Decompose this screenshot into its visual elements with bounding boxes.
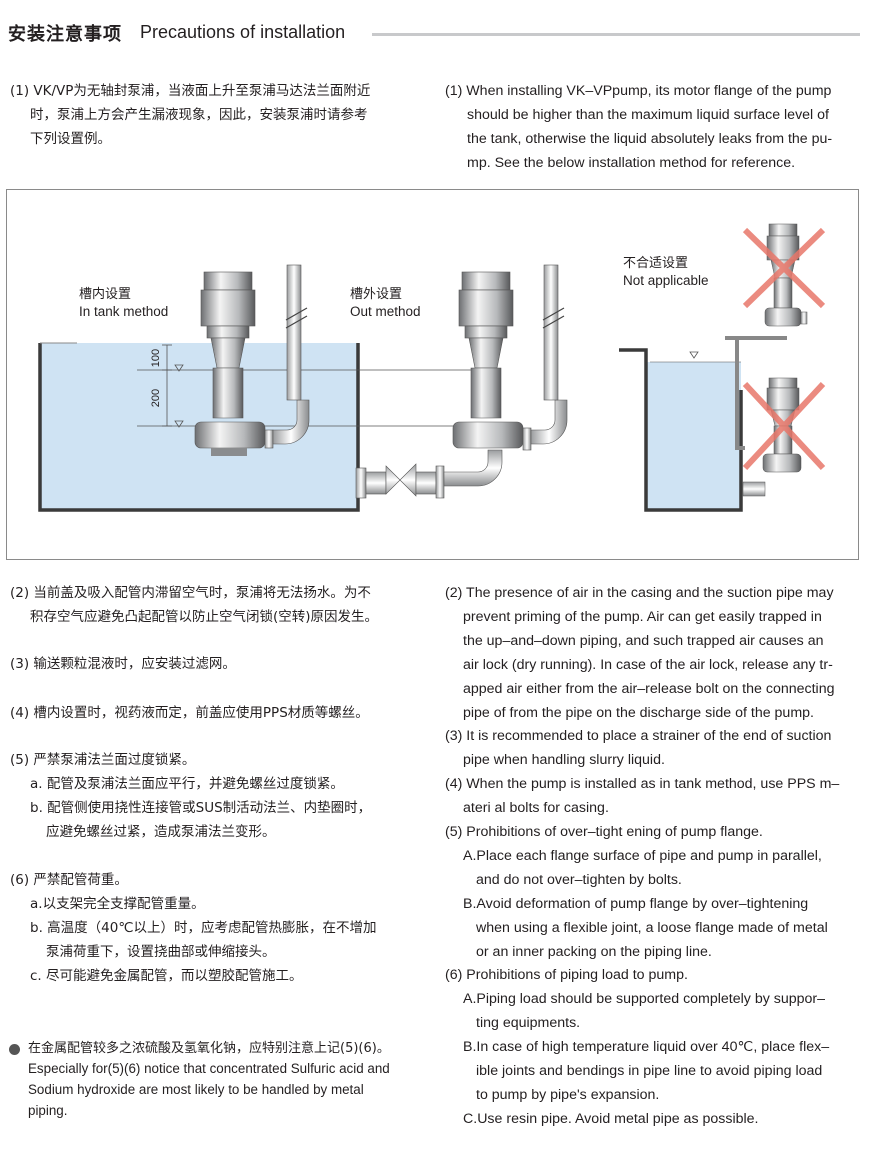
right-note-line: ting equipments. <box>476 1015 581 1031</box>
footnote-en-line: Sodium hydroxide are most likely to be h… <box>28 1082 364 1097</box>
right-note-line: (4) When the pump is installed as in tan… <box>445 776 840 792</box>
right-note-line: when using a flexible joint, a loose fla… <box>476 920 828 936</box>
right-note-line: and do not over–tighten by bolts. <box>476 872 682 888</box>
right-note-line: (5) Prohibitions of over–tight ening of … <box>445 824 763 840</box>
not-applicable-liquid <box>646 362 741 510</box>
small-tank-wall <box>619 348 743 512</box>
left-note-line: (3) 输送颗粒混液时，应安装过滤网。 <box>10 656 236 672</box>
right-note-line: ateri al bolts for casing. <box>463 800 609 816</box>
in-tank-pump <box>194 264 310 456</box>
main-tank-wall <box>38 343 360 512</box>
not-applicable-pump-lower <box>742 377 826 497</box>
intro-en-line: mp. See the below installation method fo… <box>467 155 796 171</box>
intro-zh-line: 下列设置例。 <box>30 131 111 147</box>
left-note-line: c. 尽可能避免金属配管，而以塑胶配管施工。 <box>30 968 303 984</box>
title-rule <box>372 33 860 36</box>
out-tank-label-zh: 槽外设置 <box>350 287 403 302</box>
dimension-200: 200 <box>150 389 162 407</box>
page-title-zh: 安装注意事项 <box>8 24 122 45</box>
footnote-en-line: piping. <box>28 1103 68 1118</box>
page-title-en: Precautions of installation <box>140 22 346 42</box>
out-tank-pump <box>355 264 568 499</box>
out-tank-label: 槽外设置 Out method <box>350 286 421 320</box>
right-note-line: (2) The presence of air in the casing an… <box>445 585 834 601</box>
in-tank-label-zh: 槽内设置 <box>79 287 132 302</box>
right-note-line: C.Use resin pipe. Avoid metal pipe as po… <box>463 1111 759 1127</box>
right-note-line: to pump by pipe's expansion. <box>476 1087 660 1103</box>
left-note-line: (4) 槽内设置时，视药液而定，前盖应使用PPS材质等螺丝。 <box>10 705 369 721</box>
installation-diagram-svg: 100 200 <box>38 223 826 512</box>
right-note-line: B.In case of high temperature liquid ove… <box>463 1039 830 1055</box>
left-note-line: a. 配管及泵浦法兰面应平行，并避免螺丝过度锁紧。 <box>30 776 344 792</box>
right-note-line: (6) Prohibitions of piping load to pump. <box>445 967 688 983</box>
left-note-line: b. 配管侧使用挠性连接管或SUS制活动法兰、内垫圈时， <box>30 800 372 816</box>
right-note-line: air lock (dry running). In case of the a… <box>463 657 833 673</box>
intro-en-line: (1) When installing VK–VPpump, its motor… <box>445 83 832 99</box>
right-note-line: apped air either from the air–release bo… <box>463 681 835 697</box>
in-tank-label-en: In tank method <box>79 304 169 319</box>
right-note-line: (3) It is recommended to place a straine… <box>445 728 832 744</box>
right-note-line: ible joints and bendings in pipe line to… <box>476 1063 823 1079</box>
right-note-line: pipe of from the pipe on the discharge s… <box>463 705 814 721</box>
left-note-line: (2) 当前盖及吸入配管内滞留空气时，泵浦将无法扬水。为不 <box>10 585 371 601</box>
right-note-line: or an inner packing on the piping line. <box>476 944 712 960</box>
footnote-zh: 在金属配管较多之浓硫酸及氢氧化钠，应特别注意上记(5)(6)。 <box>28 1041 390 1056</box>
in-tank-label: 槽内设置 In tank method <box>79 286 168 320</box>
left-note-line: 积存空气应避免凸起配管以防止空气闭锁(空转)原因发生。 <box>30 609 379 625</box>
left-note-line: 泵浦荷重下，设置挠曲部或伸缩接头。 <box>46 944 276 960</box>
right-note-line: A.Place each flange surface of pipe and … <box>463 848 822 864</box>
intro-zh-line: 时，泵浦上方会产生漏液现象，因此，安装泵浦时请参考 <box>30 107 368 123</box>
left-note-line: a.以支架完全支撑配管重量。 <box>30 896 205 912</box>
right-note-line: prevent priming of the pump. Air can get… <box>463 609 822 625</box>
left-note-line: 应避免螺丝过紧，造成泵浦法兰变形。 <box>46 824 276 840</box>
not-applicable-label-en: Not applicable <box>623 273 709 288</box>
left-note-line: (5) 严禁泵浦法兰面过度锁紧。 <box>10 752 196 768</box>
right-note-line: A.Piping load should be supported comple… <box>463 991 826 1007</box>
not-applicable-label: 不合适设置 Not applicable <box>623 255 709 289</box>
left-note-line: (6) 严禁配管荷重。 <box>10 872 128 888</box>
dimension-100: 100 <box>150 349 162 367</box>
footnote-en-line: Especially for(5)(6) notice that concent… <box>28 1061 390 1076</box>
intro-zh-line: (1) VK/VP为无轴封泵浦，当液面上升至泵浦马达法兰面附近 <box>10 83 371 99</box>
right-note-line: B.Avoid deformation of pump flange by ov… <box>463 896 809 912</box>
out-tank-label-en: Out method <box>350 304 421 319</box>
not-applicable-pump-upper <box>742 223 826 327</box>
installation-diagram: 100 200 <box>6 189 859 560</box>
intro-en-line: the tank, otherwise the liquid absolutel… <box>467 131 833 147</box>
right-note-line: pipe when handling slurry liquid. <box>463 752 665 768</box>
not-applicable-label-zh: 不合适设置 <box>623 256 689 271</box>
left-note-line: b. 高温度（40℃以上）时，应考虑配管热膨胀，在不增加 <box>30 920 377 936</box>
bullet-icon <box>9 1044 20 1055</box>
intro-en-line: should be higher than the maximum liquid… <box>467 107 829 123</box>
right-note-line: the up–and–down piping, and such trapped… <box>463 633 824 649</box>
